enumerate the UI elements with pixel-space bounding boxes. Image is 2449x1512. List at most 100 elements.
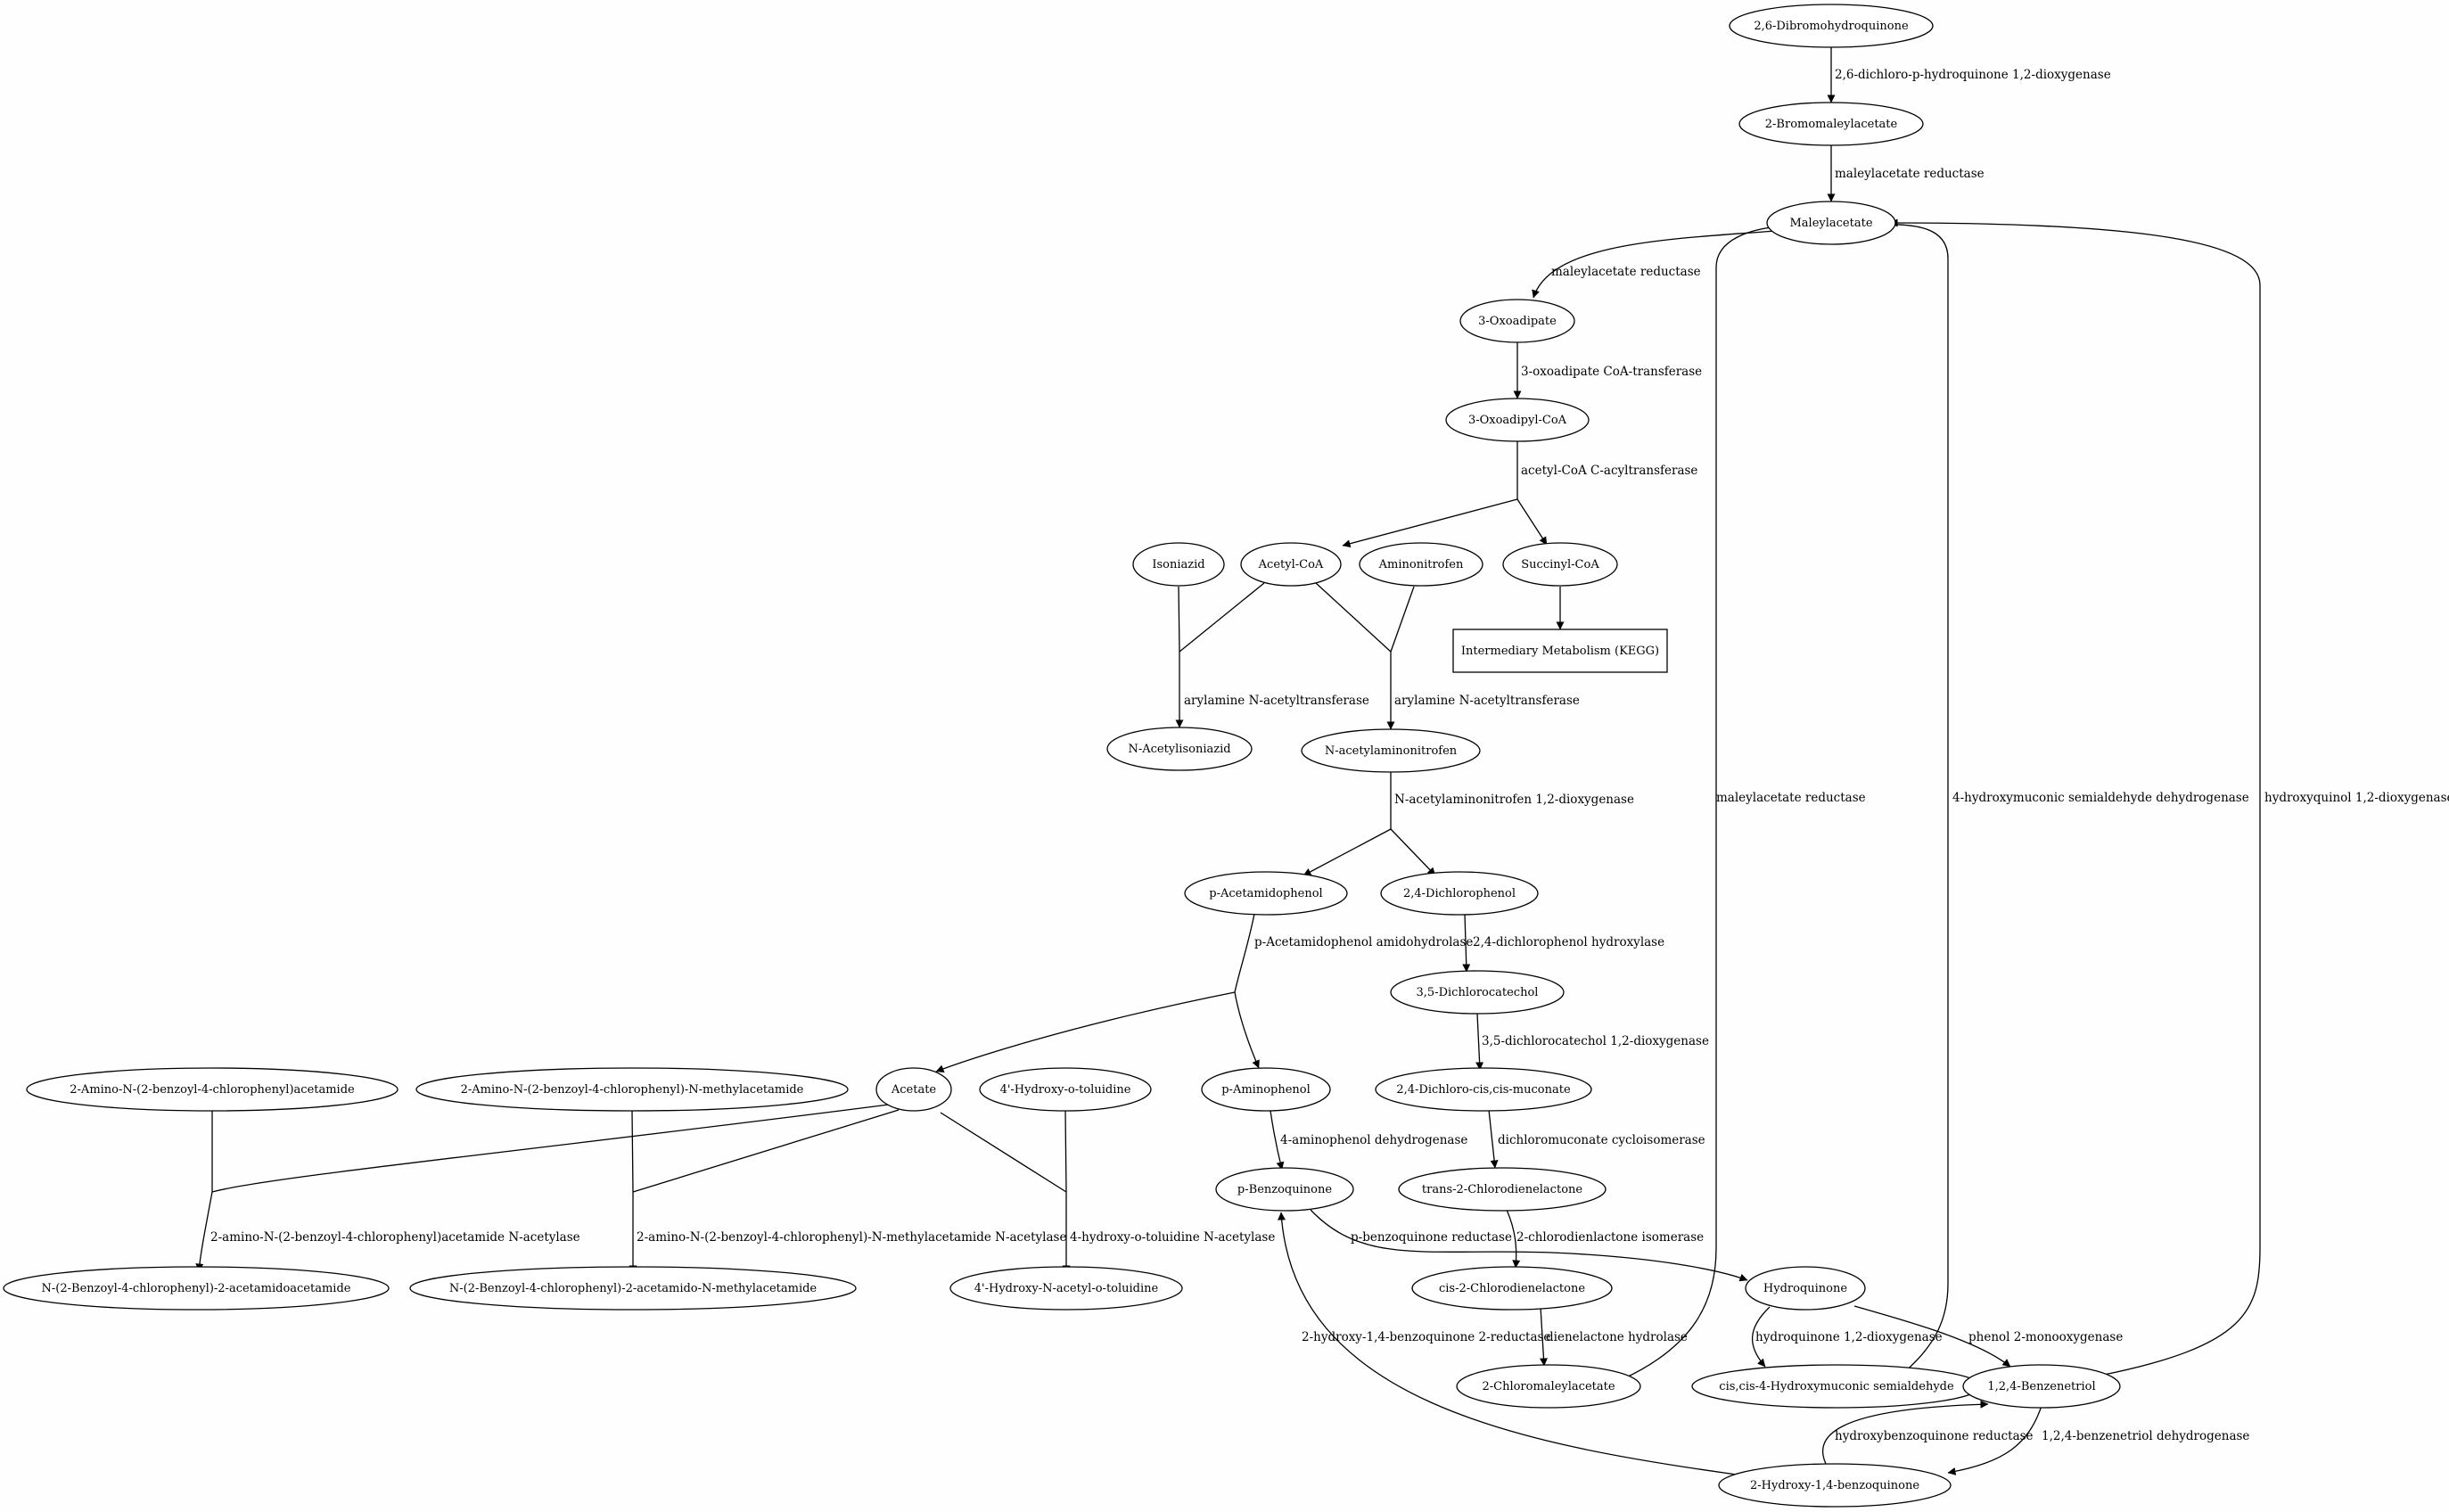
node-label: 2,4-Dichlorophenol — [1403, 887, 1516, 900]
edge-toluidine-join — [1064, 1110, 1067, 1193]
node-p-benzoquinone[interactable]: p-Benzoquinone — [1215, 1167, 1354, 1212]
edge-split-to-aminophenol — [1234, 991, 1260, 1069]
node-benzoyl-acetamido-methylacetamide[interactable]: N-(2-Benzoyl-4-chlorophenyl)-2-acetamido… — [409, 1266, 857, 1311]
node-benzoyl-acetamidoacetamide[interactable]: N-(2-Benzoyl-4-chlorophenyl)-2-acetamido… — [3, 1266, 390, 1311]
node-label: 1,2,4-Benzenetriol — [1987, 1380, 2095, 1393]
node-succinyl-coa[interactable]: Succinyl-CoA — [1502, 542, 1618, 587]
node-label: p-Benzoquinone — [1237, 1183, 1332, 1196]
edge-chloromaleyl-to-maleyl — [1622, 221, 1793, 1380]
node-label: 4'-Hydroxy-N-acetyl-o-toluidine — [974, 1282, 1159, 1295]
node-dichloro-muconate[interactable]: 2,4-Dichloro-cis,cis-muconate — [1375, 1067, 1592, 1112]
edge-muconate-to-transdienelactone — [1488, 1109, 1499, 1169]
node-3-oxoadipate[interactable]: 3-Oxoadipate — [1459, 299, 1575, 343]
node-2-chloromaleylacetate[interactable]: 2-Chloromaleylacetate — [1456, 1364, 1641, 1409]
node-label: Aminonitrofen — [1378, 558, 1464, 571]
edge-label-chlorodienlactone-isomerase: 2-chlorodienlactone isomerase — [1516, 1230, 1704, 1245]
node-acetyl-coa[interactable]: Acetyl-CoA — [1240, 542, 1342, 587]
node-label: 2,4-Dichloro-cis,cis-muconate — [1396, 1083, 1571, 1097]
node-trans-chlorodienelactone[interactable]: trans-2-Chlorodienelactone — [1398, 1167, 1607, 1212]
node-label: 2-Hydroxy-1,4-benzoquinone — [1750, 1479, 1919, 1492]
edge-label-aminophenol-dehydrogenase: 4-aminophenol dehydrogenase — [1280, 1133, 1467, 1147]
edge-split-to-acetate — [935, 991, 1236, 1073]
node-amino-chlorophenyl-methylacetamide[interactable]: 2-Amino-N-(2-benzoyl-4-chlorophenyl)-N-m… — [415, 1067, 849, 1112]
node-aminonitrofen[interactable]: Aminonitrofen — [1359, 542, 1483, 587]
edge-acetylcoa-join-left — [1179, 582, 1265, 653]
node-label: 2,6-Dibromohydroquinone — [1754, 20, 1909, 33]
node-2-hydroxy-1-4-benzoquinone[interactable]: 2-Hydroxy-1,4-benzoquinone — [1718, 1463, 1952, 1508]
node-label: N-acetylaminonitrofen — [1325, 744, 1458, 758]
node-label: cis,cis-4-Hydroxymuconic semialdehyde — [1719, 1380, 1954, 1393]
edge-acetamidophenol-split — [1234, 913, 1255, 993]
node-n-acetylaminonitrofen[interactable]: N-acetylaminonitrofen — [1301, 728, 1481, 773]
edge-label-methylacetamide-acetylase: 2-amino-N-(2-benzoyl-4-chlorophenyl)-N-m… — [637, 1230, 1066, 1245]
edge-label-hydroxybenzoquinone-reductase: hydroxybenzoquinone reductase — [1835, 1429, 2034, 1443]
node-intermediary-metabolism[interactable]: Intermediary Metabolism (KEGG) — [1452, 629, 1668, 673]
edge-split-to-succinylcoa — [1516, 498, 1548, 546]
edge-acetate-join-right — [940, 1112, 1067, 1193]
node-label: Acetyl-CoA — [1258, 558, 1324, 571]
edge-benzoquinone-to-hydroquinone — [1310, 1209, 1748, 1282]
edge-cis-to-chloromaleyl — [1539, 1306, 1548, 1367]
node-hydroxy-acetyl-toluidine[interactable]: 4'-Hydroxy-N-acetyl-o-toluidine — [949, 1266, 1183, 1311]
edge-aminonitrofen-join — [1390, 586, 1415, 653]
edge-labels: 2,6-dichloro-p-hydroquinone 1,2-dioxygen… — [210, 68, 2449, 1443]
node-cis-chlorodienelactone[interactable]: cis-2-Chlorodienelactone — [1411, 1266, 1613, 1311]
edges — [195, 47, 2261, 1476]
edge-label-hydroxyquinol-dioxygenase: hydroxyquinol 1,2-dioxygenase — [2264, 791, 2449, 805]
edge-label-dichlorophenol-hydroxylase: 2,4-dichlorophenol hydroxylase — [1473, 935, 1664, 949]
node-label: 2-Bromomaleylacetate — [1765, 118, 1898, 131]
node-hydroxy-o-toluidine[interactable]: 4'-Hydroxy-o-toluidine — [979, 1067, 1152, 1112]
edge-label-semialdehyde-dehydrogenase: 4-hydroxymuconic semialdehyde dehydrogen… — [1952, 791, 2249, 805]
edge-label-acyltransferase: acetyl-CoA C-acyltransferase — [1521, 464, 1697, 478]
node-2-4-dichlorophenol[interactable]: 2,4-Dichlorophenol — [1380, 871, 1539, 916]
edge-split-to-acetylcoa — [1342, 498, 1518, 548]
node-label: 2-Chloromaleylacetate — [1482, 1380, 1615, 1393]
nodes: 2,6-Dibromohydroquinone 2-Bromomaleylace… — [3, 4, 2121, 1508]
edge-label-hydroxybenzoquinone-reductase-2: 2-hydroxy-1,4-benzoquinone 2-reductase — [1302, 1330, 1550, 1344]
node-maleylacetate[interactable]: Maleylacetate — [1766, 201, 1896, 245]
node-label: 3,5-Dichlorocatechol — [1417, 986, 1539, 999]
edge-label-arylamine-acetyltransferase-1: arylamine N-acetyltransferase — [1184, 694, 1369, 708]
edge-label-benzoquinone-reductase: p-benzoquinone reductase — [1351, 1230, 1512, 1245]
node-amino-chlorophenyl-acetamide[interactable]: 2-Amino-N-(2-benzoyl-4-chlorophenyl)acet… — [26, 1067, 399, 1112]
edge-trans-to-cisdienelactone — [1506, 1209, 1521, 1269]
node-label: Isoniazid — [1152, 558, 1204, 571]
edge-acetate-join-left — [211, 1104, 890, 1193]
node-p-aminophenol[interactable]: p-Aminophenol — [1201, 1067, 1331, 1112]
edge-benzenetriol-to-maleyl — [1889, 218, 2261, 1376]
node-label: trans-2-Chlorodienelactone — [1422, 1183, 1582, 1196]
node-acetate[interactable]: Acetate — [875, 1067, 952, 1112]
node-1-2-4-benzenetriol[interactable]: 1,2,4-Benzenetriol — [1962, 1364, 2121, 1409]
edge-label-dichloro-hydroquinone-dioxygenase: 2,6-dichloro-p-hydroquinone 1,2-dioxygen… — [1835, 68, 2111, 82]
node-p-acetamidophenol[interactable]: p-Acetamidophenol — [1184, 871, 1348, 916]
edge-label-hydroquinone-dioxygenase: hydroquinone 1,2-dioxygenase — [1755, 1330, 1943, 1344]
edge-catechol-to-muconate — [1475, 1013, 1484, 1071]
node-hydroxymuconic-semialdehyde[interactable]: cis,cis-4-Hydroxymuconic semialdehyde — [1691, 1364, 1982, 1409]
node-label: Hydroquinone — [1763, 1282, 1847, 1295]
node-n-acetylisoniazid[interactable]: N-Acetylisoniazid — [1106, 727, 1253, 771]
node-3-5-dichlorocatechol[interactable]: 3,5-Dichlorocatechol — [1390, 970, 1565, 1015]
node-label: p-Aminophenol — [1221, 1083, 1311, 1097]
edge-label-arylamine-acetyltransferase-2: arylamine N-acetyltransferase — [1394, 694, 1580, 708]
edge-label-aminonitrofen-dioxygenase: N-acetylaminonitrofen 1,2-dioxygenase — [1394, 793, 1634, 807]
node-bromomaleylacetate[interactable]: 2-Bromomaleylacetate — [1738, 102, 1924, 146]
edge-dichlorophenol-to-catechol — [1462, 913, 1471, 973]
edge-label-maleylacetate-reductase-2: maleylacetate reductase — [1551, 265, 1701, 279]
node-hydroquinone[interactable]: Hydroquinone — [1745, 1266, 1866, 1311]
edge-acetylcoa-join-right — [1315, 582, 1392, 653]
node-label: Succinyl-CoA — [1521, 558, 1599, 571]
edge-label-dichloromuconate-cycloisomerase: dichloromuconate cycloisomerase — [1498, 1133, 1705, 1147]
node-label: 3-Oxoadipate — [1478, 315, 1557, 328]
node-label: N-(2-Benzoyl-4-chlorophenyl)-2-acetamido… — [42, 1282, 351, 1295]
node-label: N-Acetylisoniazid — [1128, 743, 1230, 756]
node-dibromohydroquinone[interactable]: 2,6-Dibromohydroquinone — [1729, 4, 1934, 48]
edge-label-phenol-monooxygenase: phenol 2-monooxygenase — [1968, 1330, 2123, 1344]
edge-label-dienelactone-hydrolase: dienelactone hydrolase — [1546, 1330, 1688, 1344]
node-label: Acetate — [891, 1083, 937, 1097]
node-isoniazid[interactable]: Isoniazid — [1132, 542, 1225, 587]
node-3-oxoadipyl-coa[interactable]: 3-Oxoadipyl-CoA — [1445, 398, 1590, 442]
edge-label-oxoadipate-coa-transferase: 3-oxoadipate CoA-transferase — [1521, 365, 1702, 379]
edge-label-benzenetriol-dehydrogenase: 1,2,4-benzenetriol dehydrogenase — [2042, 1429, 2249, 1443]
node-label: N-(2-Benzoyl-4-chlorophenyl)-2-acetamido… — [449, 1282, 818, 1295]
